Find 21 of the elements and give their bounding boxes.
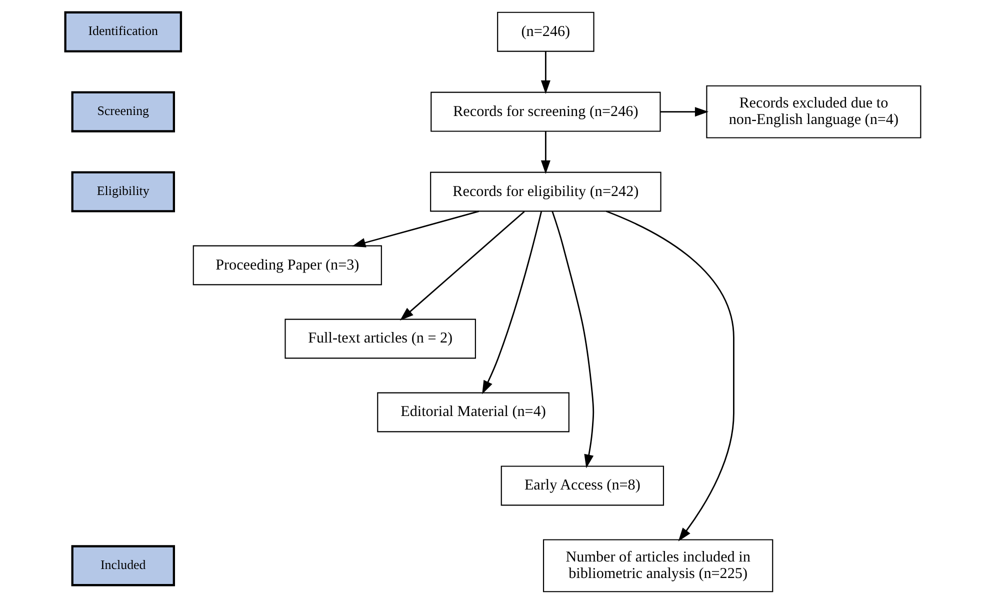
arrow (352, 210, 480, 248)
arrow (660, 107, 709, 117)
arrow (540, 131, 550, 174)
node-box: Records excluded due to non-English language (n=4) (706, 85, 922, 138)
arrow (540, 51, 550, 94)
node-box: Proceeding Paper (n=3) (192, 245, 382, 286)
arrow (400, 210, 525, 320)
node-box: Editorial Material (n=4) (377, 392, 570, 432)
arrow (552, 211, 594, 468)
node-box: Identification (64, 11, 182, 52)
node-box: Eligibility (71, 171, 176, 212)
node-box: Early Access (n=8) (500, 466, 664, 506)
node-box: Number of articles included in bibliometric analysis (n=225) (542, 539, 774, 592)
node-box: Screening (71, 91, 176, 132)
node-box: Included (71, 545, 176, 586)
node-box: Records for screening (n=246) (430, 92, 661, 132)
arrow (482, 211, 542, 394)
node-box: Full-text articles (n = 2) (284, 318, 476, 359)
node-box: Records for eligibility (n=242) (430, 172, 662, 212)
node-box: (n=246) (497, 12, 594, 52)
arrow (606, 210, 734, 542)
